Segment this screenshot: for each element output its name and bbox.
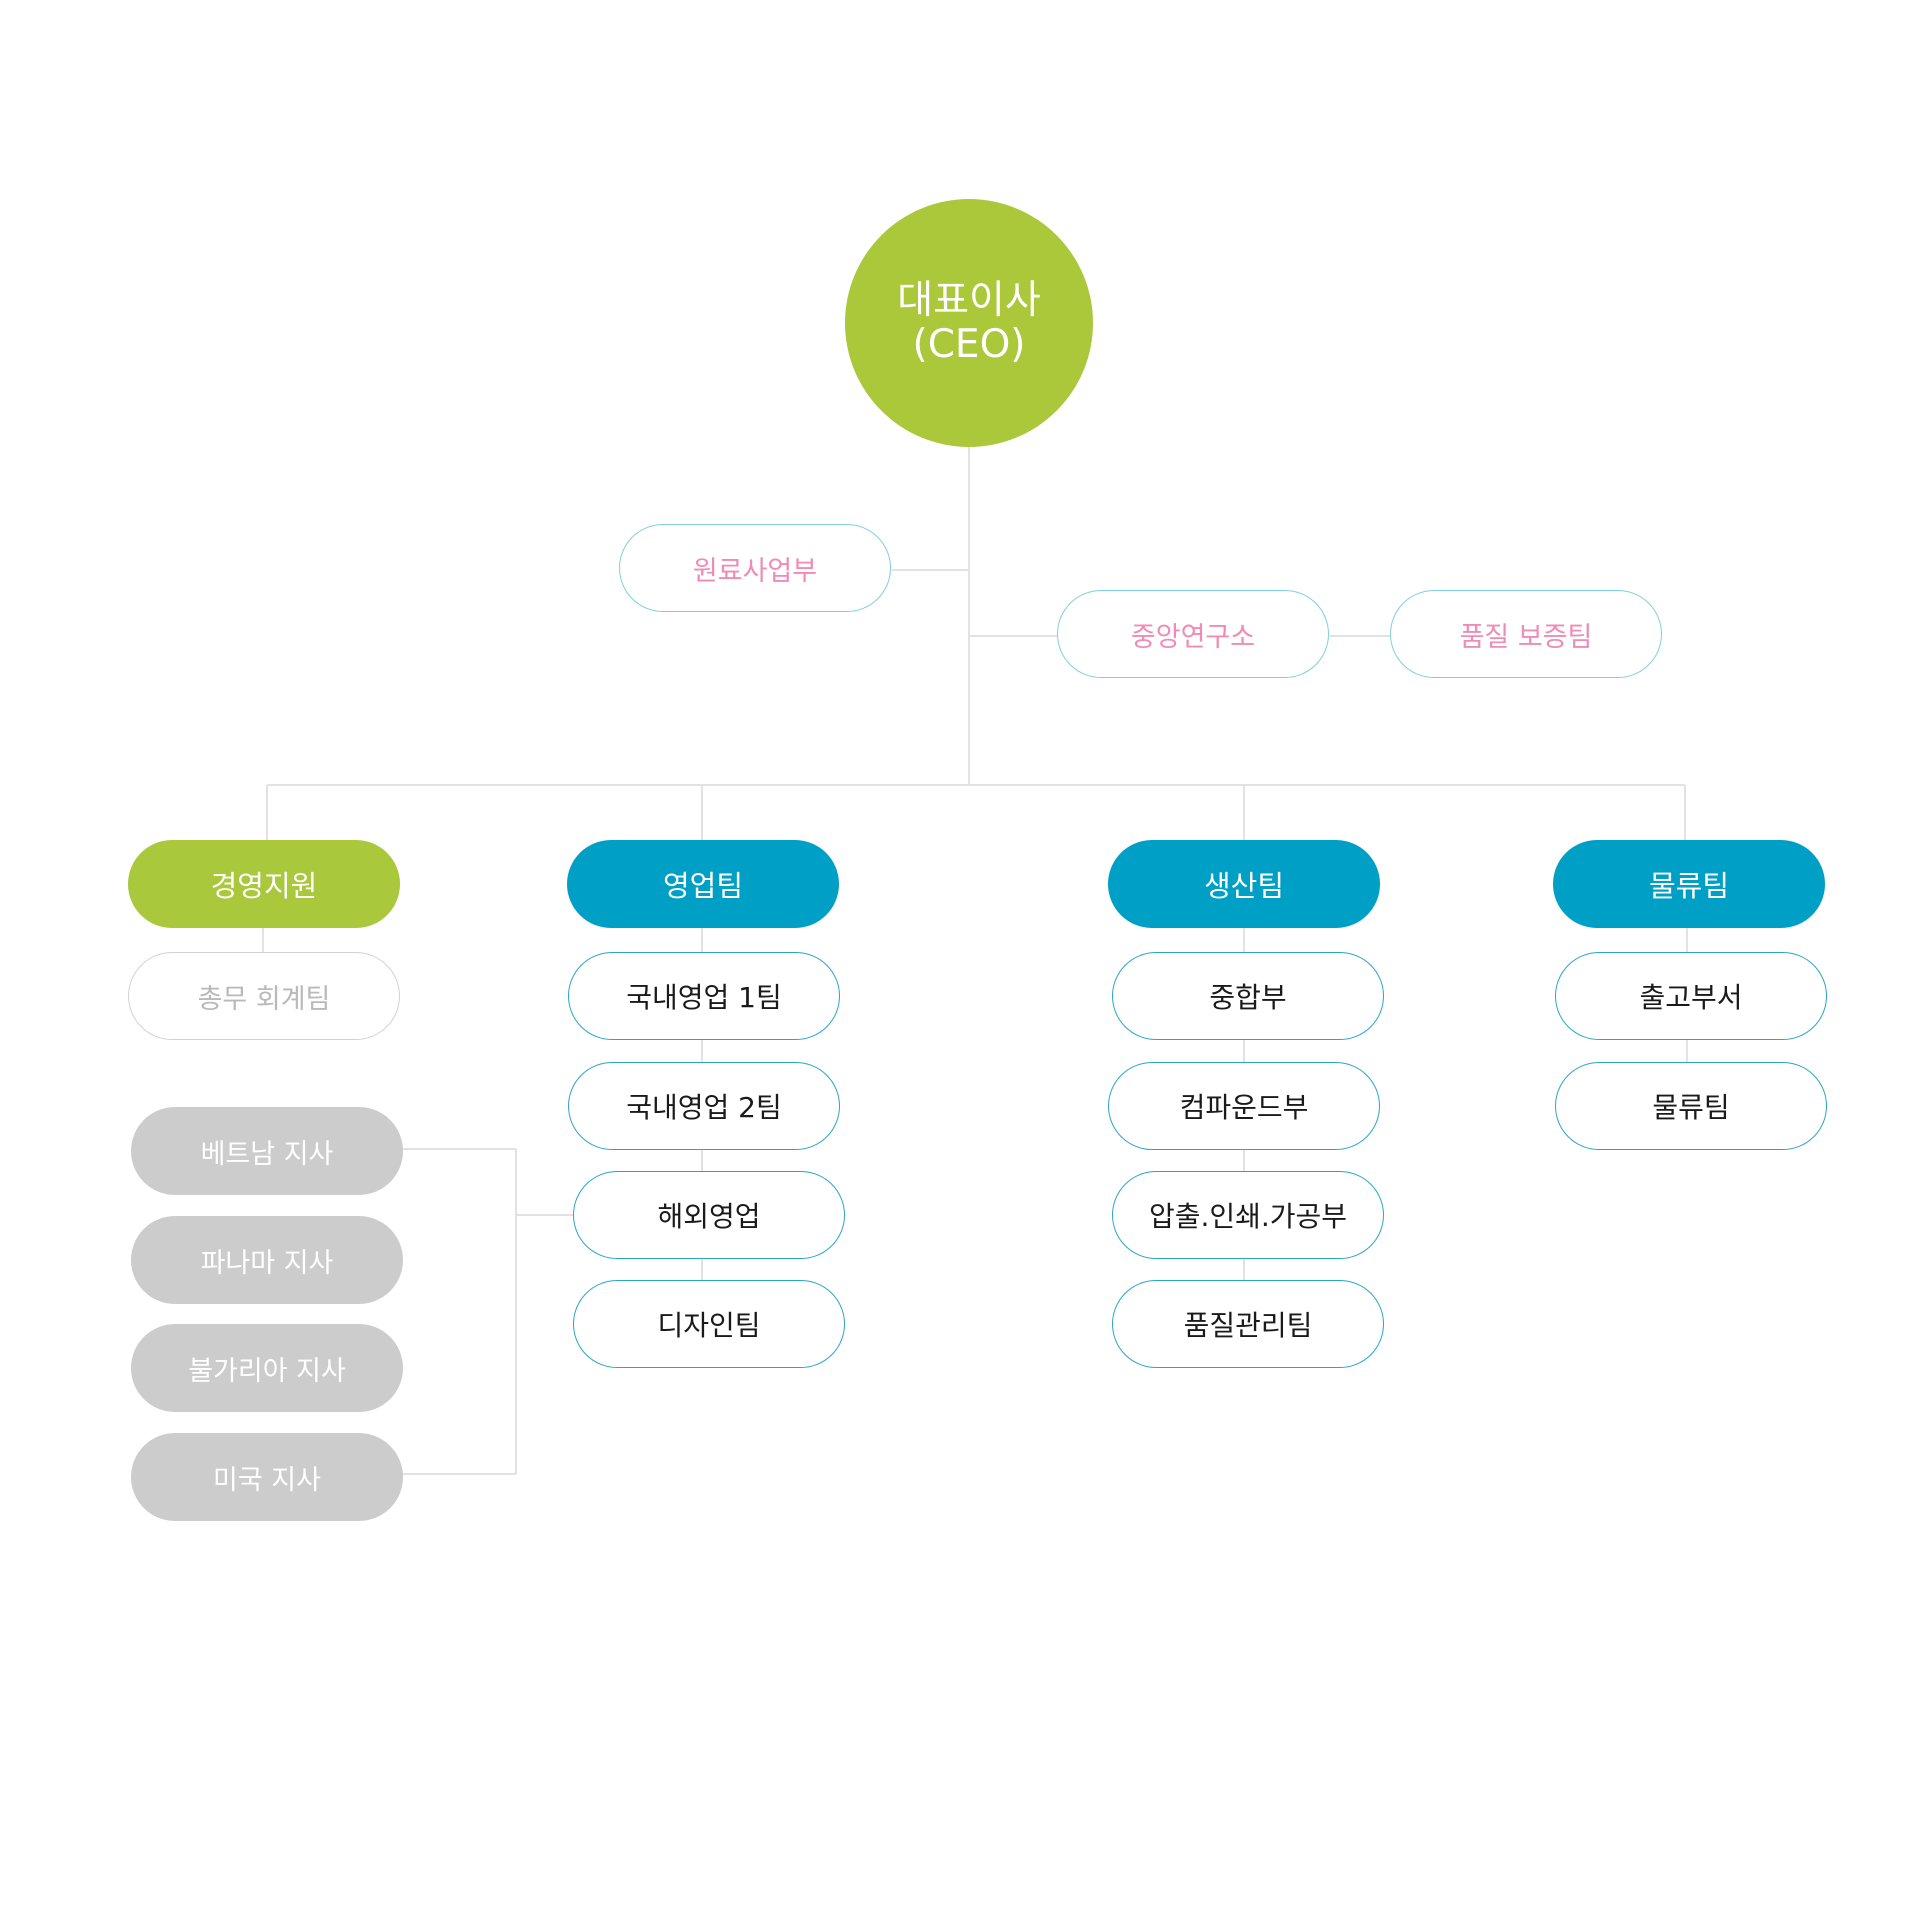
general-accounting-node: 총무 회계팀 — [128, 952, 400, 1040]
ceo-subtitle: (CEO) — [912, 322, 1026, 367]
polymerization-label: 중합부 — [1209, 981, 1287, 1014]
raw-materials-label: 원료사업부 — [692, 555, 818, 587]
quality-control-label: 품질관리팀 — [1183, 1309, 1313, 1342]
shipping-dept-node: 출고부서 — [1555, 952, 1827, 1040]
shipping-dept-label: 출고부서 — [1639, 981, 1743, 1014]
ceo-title: 대표이사 — [897, 278, 1041, 323]
branch-usa-node: 미국 지사 — [131, 1433, 403, 1521]
production-label: 생산팀 — [1203, 869, 1285, 903]
quality-control-node: 품질관리팀 — [1112, 1280, 1384, 1368]
overseas-sales-label: 해외영업 — [657, 1200, 761, 1233]
domestic-sales-1-label: 국내영업 1팀 — [626, 981, 782, 1014]
design-team-label: 디자인팀 — [657, 1309, 761, 1342]
logistics-team-node: 물류팀 — [1555, 1062, 1827, 1150]
branch-vietnam-label: 베트남 지사 — [200, 1138, 334, 1170]
ceo-node: 대표이사 (CEO) — [845, 199, 1093, 447]
raw-materials-node: 원료사업부 — [619, 524, 891, 612]
sales-node: 영업팀 — [567, 840, 839, 928]
quality-assurance-label: 품질 보증팀 — [1459, 621, 1593, 653]
management-support-node: 경영지원 — [128, 840, 400, 928]
branch-vietnam-node: 베트남 지사 — [131, 1107, 403, 1195]
management-support-label: 경영지원 — [210, 869, 318, 903]
general-accounting-label: 총무 회계팀 — [197, 983, 331, 1015]
domestic-sales-2-node: 국내영업 2팀 — [568, 1062, 840, 1150]
branch-panama-label: 파나마 지사 — [200, 1247, 334, 1279]
production-node: 생산팀 — [1108, 840, 1380, 928]
domestic-sales-1-node: 국내영업 1팀 — [568, 952, 840, 1040]
overseas-sales-node: 해외영업 — [573, 1171, 845, 1259]
design-team-node: 디자인팀 — [573, 1280, 845, 1368]
branch-bulgaria-node: 불가리아 지사 — [131, 1324, 403, 1412]
domestic-sales-2-label: 국내영업 2팀 — [626, 1091, 782, 1124]
logistics-node: 물류팀 — [1553, 840, 1825, 928]
research-label: 중앙연구소 — [1130, 621, 1256, 653]
extrusion-printing-label: 압출.인쇄.가공부 — [1148, 1200, 1348, 1233]
research-node: 중앙연구소 — [1057, 590, 1329, 678]
branch-usa-label: 미국 지사 — [213, 1464, 321, 1496]
polymerization-node: 중합부 — [1112, 952, 1384, 1040]
compound-node: 컴파운드부 — [1108, 1062, 1380, 1150]
sales-label: 영업팀 — [662, 869, 744, 903]
logistics-label: 물류팀 — [1648, 869, 1730, 903]
extrusion-printing-node: 압출.인쇄.가공부 — [1112, 1171, 1384, 1259]
compound-label: 컴파운드부 — [1179, 1091, 1309, 1124]
branch-bulgaria-label: 불가리아 지사 — [188, 1355, 346, 1387]
logistics-team-label: 물류팀 — [1652, 1091, 1730, 1124]
branch-panama-node: 파나마 지사 — [131, 1216, 403, 1304]
quality-assurance-node: 품질 보증팀 — [1390, 590, 1662, 678]
